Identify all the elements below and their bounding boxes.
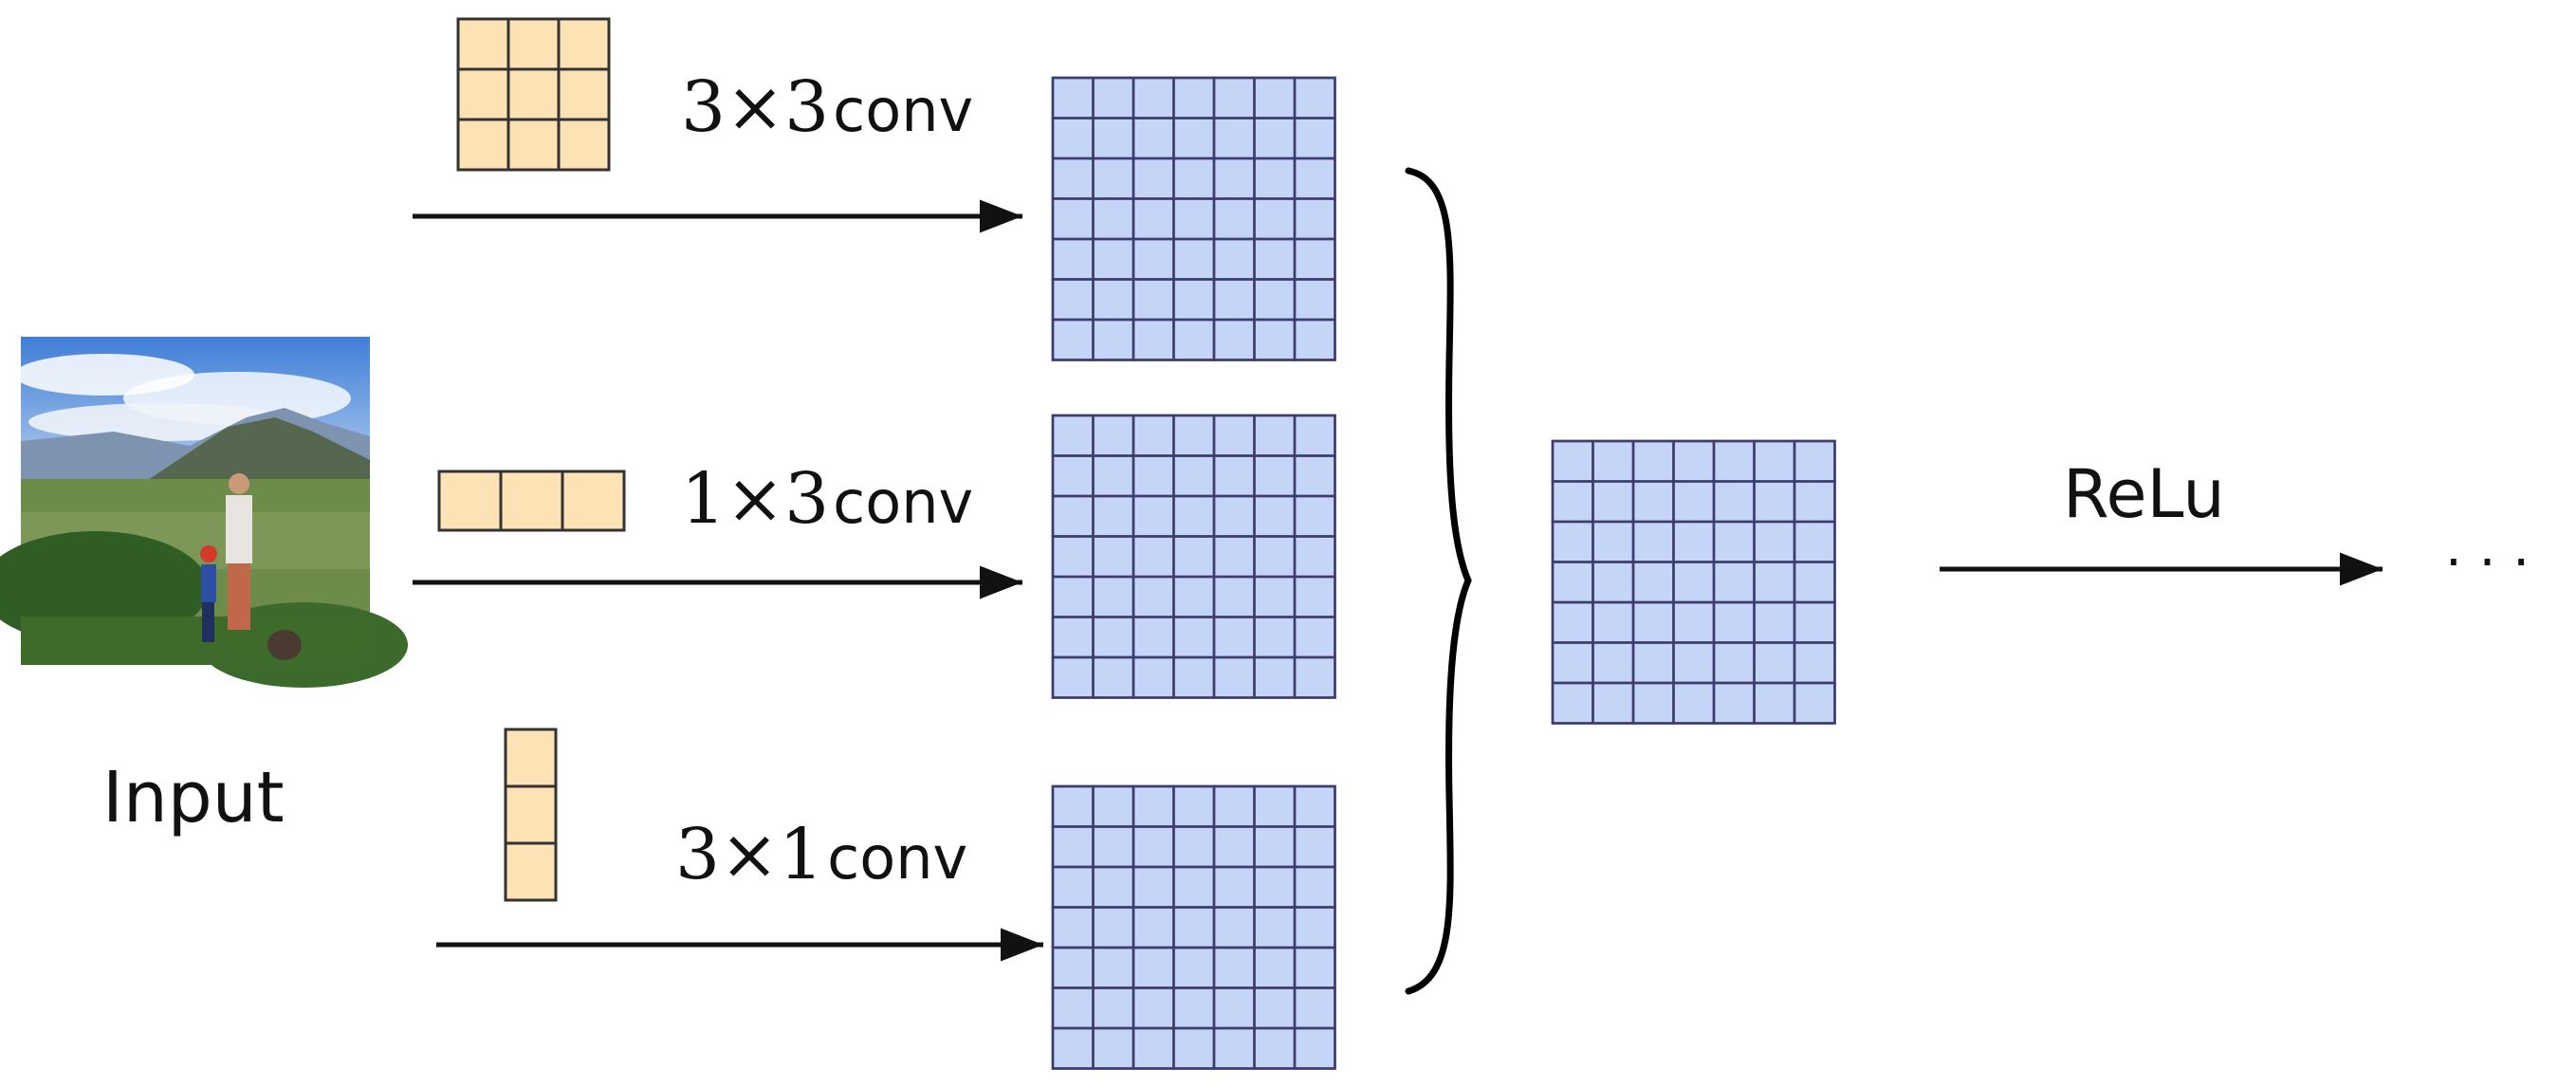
kernel-cell xyxy=(557,118,611,172)
input-image xyxy=(0,337,408,688)
kernel-cell xyxy=(504,841,558,902)
feature-map-frame xyxy=(1051,784,1336,1070)
kernel-3x1 xyxy=(504,728,558,902)
branch-1x3-op: conv xyxy=(833,468,973,537)
feature-map-cell xyxy=(1293,318,1336,361)
merge-brace xyxy=(1405,167,1472,995)
feature-map-merged xyxy=(1551,439,1836,725)
feature-map-cell xyxy=(1293,1026,1336,1070)
branch-1x3-dims: 1×3 xyxy=(681,458,829,540)
branch-3x3-label: 3×3 conv xyxy=(681,66,973,148)
branch-3x1-dims: 3×1 xyxy=(675,814,823,895)
branch-3x3-dims: 3×3 xyxy=(681,66,829,148)
branch-3x3-op: conv xyxy=(833,76,973,145)
feature-map-cell xyxy=(1793,681,1836,725)
feature-map-frame xyxy=(1051,414,1336,699)
kernel-cell xyxy=(561,470,626,532)
feature-map-frame xyxy=(1051,76,1336,361)
kernel-1x3 xyxy=(437,470,626,532)
feature-map-frame xyxy=(1551,439,1836,725)
relu-label: ReLu xyxy=(2063,455,2225,533)
feature-map-cell xyxy=(1293,655,1336,699)
branch-3x1-label: 3×1 conv xyxy=(675,814,967,895)
feature-map-1x3 xyxy=(1051,414,1336,699)
feature-map-3x3 xyxy=(1051,76,1336,361)
branch-1x3-label: 1×3 conv xyxy=(681,458,973,540)
kernel-frame xyxy=(504,728,558,902)
feature-map-3x1 xyxy=(1051,784,1336,1070)
kernel-frame xyxy=(437,470,626,532)
branch-3x1-op: conv xyxy=(827,823,967,893)
input-label: Input xyxy=(102,757,285,838)
continuation-ellipsis: · · · xyxy=(2445,532,2530,594)
kernel-3x3 xyxy=(456,17,611,172)
kernel-frame xyxy=(456,17,611,172)
